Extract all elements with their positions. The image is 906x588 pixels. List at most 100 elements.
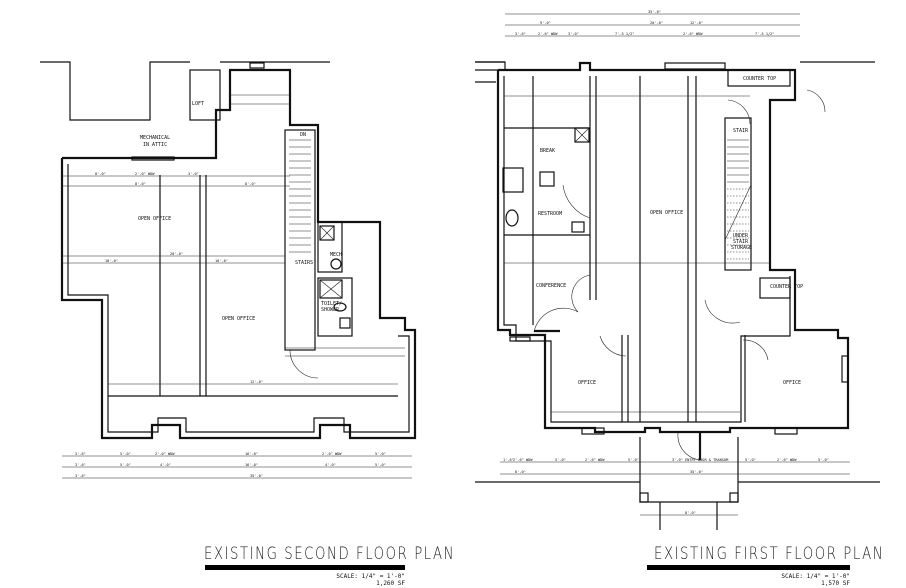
dim-label: 4'-0" [325,463,336,467]
title-underline [647,565,850,570]
door-swing [533,307,579,333]
dim-label: 20'-0" [650,21,663,25]
room-label: SHOWER [321,307,340,313]
dim-label: 2'-6" WDW [513,458,533,462]
dim-label: 3'-6" [515,32,526,36]
dim-label: 35'-0" [250,474,263,478]
scale-text: SCALE: 1/4" = 1'-0" [336,573,405,580]
dim-label: 5'-0" [375,463,386,467]
room-label: OFFICE [783,380,801,386]
stair-direction: DN [300,132,306,138]
sink [571,221,585,233]
kitchen-sink [539,171,555,187]
second-floor-plan: OPEN OFFICE OPEN OFFICE MECHANICAL IN AT… [40,61,417,479]
dim-label: 8'-0" [685,511,696,515]
second-interior-wall [67,164,410,433]
counter-top [759,277,791,299]
dim-label: 16'-0" [245,463,258,467]
dim-label: 3'-6" [75,474,86,478]
shower [319,279,343,299]
first-floor-plan: BREAK RESTROOM CONFERENCE OPEN OFFICE OF… [475,10,880,530]
dim-label: 2'-0" WDW [322,452,342,456]
mech-unit [319,225,335,241]
room-label: OPEN OFFICE [222,316,255,322]
room-label: COUNTER TOP [770,284,803,290]
loft [189,69,221,121]
dim-label: 3'-6" [75,463,86,467]
dim-label: 12'-0" [250,380,263,384]
dim-label: 8'-0" [95,172,106,176]
door-swing [562,184,591,219]
dim-label: 3'-6" [75,452,86,456]
title-underline [205,565,405,570]
window [841,355,849,383]
room-label: STORAGE [731,245,752,251]
dim-label: 5'-0" [818,458,829,462]
entry-door-swing [677,432,701,461]
stair-well [724,117,752,271]
first-exterior-wall [496,61,850,434]
scale-text: SCALE: 1/4" = 1'-0" [781,573,850,580]
dim-label: 9'-0" [540,21,551,25]
door-swing [727,99,751,125]
second-exterior-wall [60,68,417,440]
dim-label: 7'-5 1/2" [615,32,634,36]
room-label: COUNTER TOP [743,76,776,82]
room-label: UNDER [733,233,749,239]
dim-label: 7'-5 1/2" [755,32,774,36]
dim-label: 5'-0" [120,463,131,467]
washer [502,167,524,193]
window [774,427,798,435]
dim-label: 2'-6" WDW [538,32,558,36]
dim-label: 2'-6" WDW [683,32,703,36]
first-interior-wall [503,76,791,423]
window [581,427,605,435]
room-label: LOFT [192,101,204,107]
dim-label: 5'-0" [745,458,756,462]
stair-well [284,129,316,351]
fridge [574,127,590,143]
dim-label: 35'-0" [648,10,661,14]
dim-label: 12'-0" [690,21,703,25]
second-floor-scale: SCALE: 1/4" = 1'-0" 1,260 SF [300,573,405,587]
first-floor-scale: SCALE: 1/4" = 1'-0" 1,570 SF [745,573,850,587]
room-label: TOILET/ [321,301,342,307]
toilet-room [317,277,353,337]
dim-label: 5'-0" [120,452,131,456]
site-line [475,61,506,71]
door-swing [571,274,591,313]
room-label: STAIRS [295,260,313,266]
dim-label: 8'-0" [135,182,146,186]
dim-label: 2'-0" WDW [155,452,175,456]
room-label: STAIR [733,239,749,245]
door-swing [704,299,741,324]
door-swing [289,349,319,379]
door-swing [599,335,627,357]
dim-label: 8'-0" [245,182,256,186]
second-floor-plan-title: EXISTING SECOND FLOOR PLAN [204,544,456,564]
room-label: OPEN OFFICE [650,210,683,216]
dim-label: 3'-0" [188,172,199,176]
window [249,62,265,69]
room-label: OPEN OFFICE [138,216,171,222]
dim-label: 10'-0" [215,259,228,263]
stair-treads [727,139,749,260]
room-label: IN ATTIC [143,142,167,148]
dim-label: 5'-0" [555,458,566,462]
dim-label: 2'-6" WDW [777,458,797,462]
toilet-fixture [333,302,347,312]
sink [339,317,351,329]
door-swing [742,339,769,361]
dim-label: 5'-0" [628,458,639,462]
porch [639,437,739,503]
room-label: MECHANICAL [140,135,170,141]
attic-outline [40,61,190,121]
dim-label: 3'-0" ENTRY DOOR & TRANSOM [672,458,729,462]
door-swing [806,89,826,113]
dim-label: 4'-0" [160,463,171,467]
dim-label: 3'-0" [568,32,579,36]
first-floor-plan-title: EXISTING FIRST FLOOR PLAN [654,544,885,564]
dim-label: 20'-0" [170,252,183,256]
stair-treads [289,139,311,253]
